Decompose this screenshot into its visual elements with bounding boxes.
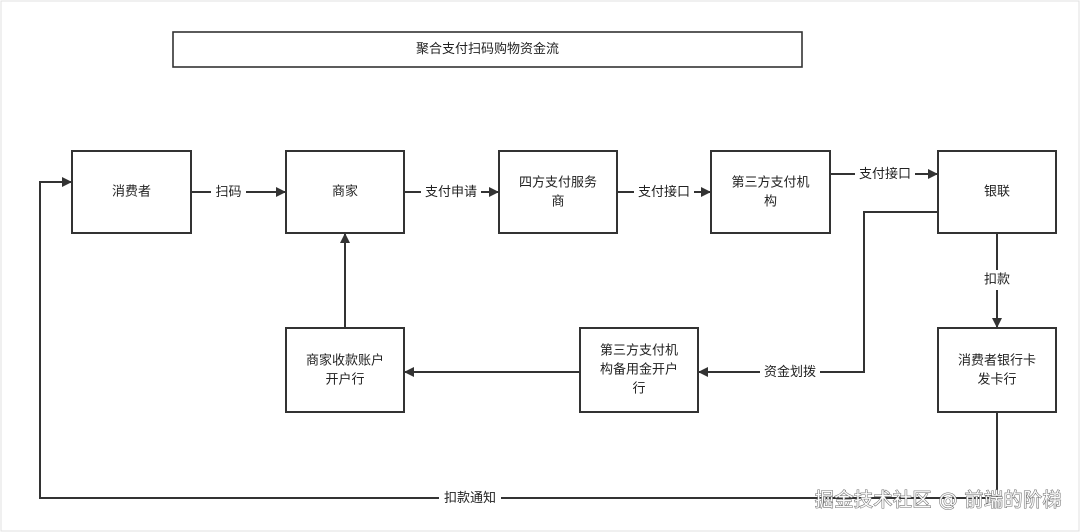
edge-label-bg bbox=[211, 183, 246, 202]
node-label: 商家 bbox=[332, 184, 358, 200]
edge-label-bg bbox=[421, 183, 481, 202]
edge-label-bg bbox=[980, 270, 1014, 290]
node-fourth-party: 四方支付服务 商 bbox=[498, 150, 618, 234]
edge-label-text: 支付申请 bbox=[425, 185, 477, 200]
node-box bbox=[285, 327, 405, 413]
node-label: 构 bbox=[764, 195, 777, 210]
edge-label-fund-transfer: 资金划拨 bbox=[760, 363, 820, 382]
node-label: 开户行 bbox=[325, 372, 364, 388]
node-box bbox=[498, 150, 618, 234]
node-label: 银联 bbox=[984, 185, 1010, 200]
node-box bbox=[937, 150, 1057, 234]
edge-label-text: 支付接口 bbox=[859, 166, 911, 182]
edge-label-payment-interface-1: 支付接口 bbox=[634, 183, 694, 202]
node-box bbox=[710, 150, 831, 234]
edge-label-bg bbox=[634, 183, 694, 202]
node-label: 第三方支付机 bbox=[731, 175, 809, 191]
node-label: 行 bbox=[632, 382, 645, 397]
edge-label-text: 扣款 bbox=[984, 273, 1010, 288]
node-label: 发卡行 bbox=[977, 372, 1016, 388]
node-label: 商 bbox=[551, 195, 564, 210]
node-box bbox=[937, 327, 1057, 413]
edge-label-text: 支付接口 bbox=[638, 184, 690, 200]
edge-label-text: 扣款通知 bbox=[444, 490, 496, 506]
node-label: 商家收款账户 bbox=[306, 353, 384, 369]
edge-label-payment-interface-2: 支付接口 bbox=[855, 165, 915, 184]
node-third-party: 第三方支付机 构 bbox=[710, 150, 831, 234]
node-box bbox=[285, 150, 405, 234]
node-box bbox=[71, 150, 192, 234]
node-label: 第三方支付机 bbox=[600, 343, 678, 359]
node-merchant: 商家 bbox=[285, 150, 405, 234]
edge-label-text: 资金划拨 bbox=[764, 364, 816, 380]
node-label: 消费者 bbox=[112, 185, 151, 200]
node-reserve-bank: 第三方支付机 构备用金开户 行 bbox=[579, 327, 699, 413]
edge-label-bg bbox=[855, 165, 915, 184]
edge-label-deduction-notice: 扣款通知 bbox=[439, 489, 501, 508]
edge-card-issuer-to-consumer bbox=[39, 177, 998, 499]
watermark: 掘金技术社区 @ 前端的阶梯 bbox=[815, 489, 1062, 511]
node-box bbox=[579, 327, 699, 413]
edge-label-bg bbox=[760, 363, 820, 382]
edge-label-text: 扫码 bbox=[215, 185, 241, 200]
node-label: 构备用金开户 bbox=[600, 362, 678, 378]
diagram-title: 聚合支付扫码购物资金流 bbox=[416, 41, 559, 57]
edge-label-scan: 扫码 bbox=[211, 183, 246, 202]
edge-label-payment-request: 支付申请 bbox=[421, 183, 481, 202]
node-label: 四方支付服务 bbox=[519, 175, 597, 191]
node-card-issuer: 消费者银行卡 发卡行 bbox=[937, 327, 1057, 413]
node-merchant-bank: 商家收款账户 开户行 bbox=[285, 327, 405, 413]
node-unionpay: 银联 bbox=[937, 150, 1057, 234]
title-box bbox=[172, 31, 803, 68]
edge-label-bg bbox=[439, 489, 501, 508]
edge-label-deduction: 扣款 bbox=[980, 270, 1014, 290]
node-label: 消费者银行卡 bbox=[958, 354, 1036, 369]
node-consumer: 消费者 bbox=[71, 150, 192, 234]
